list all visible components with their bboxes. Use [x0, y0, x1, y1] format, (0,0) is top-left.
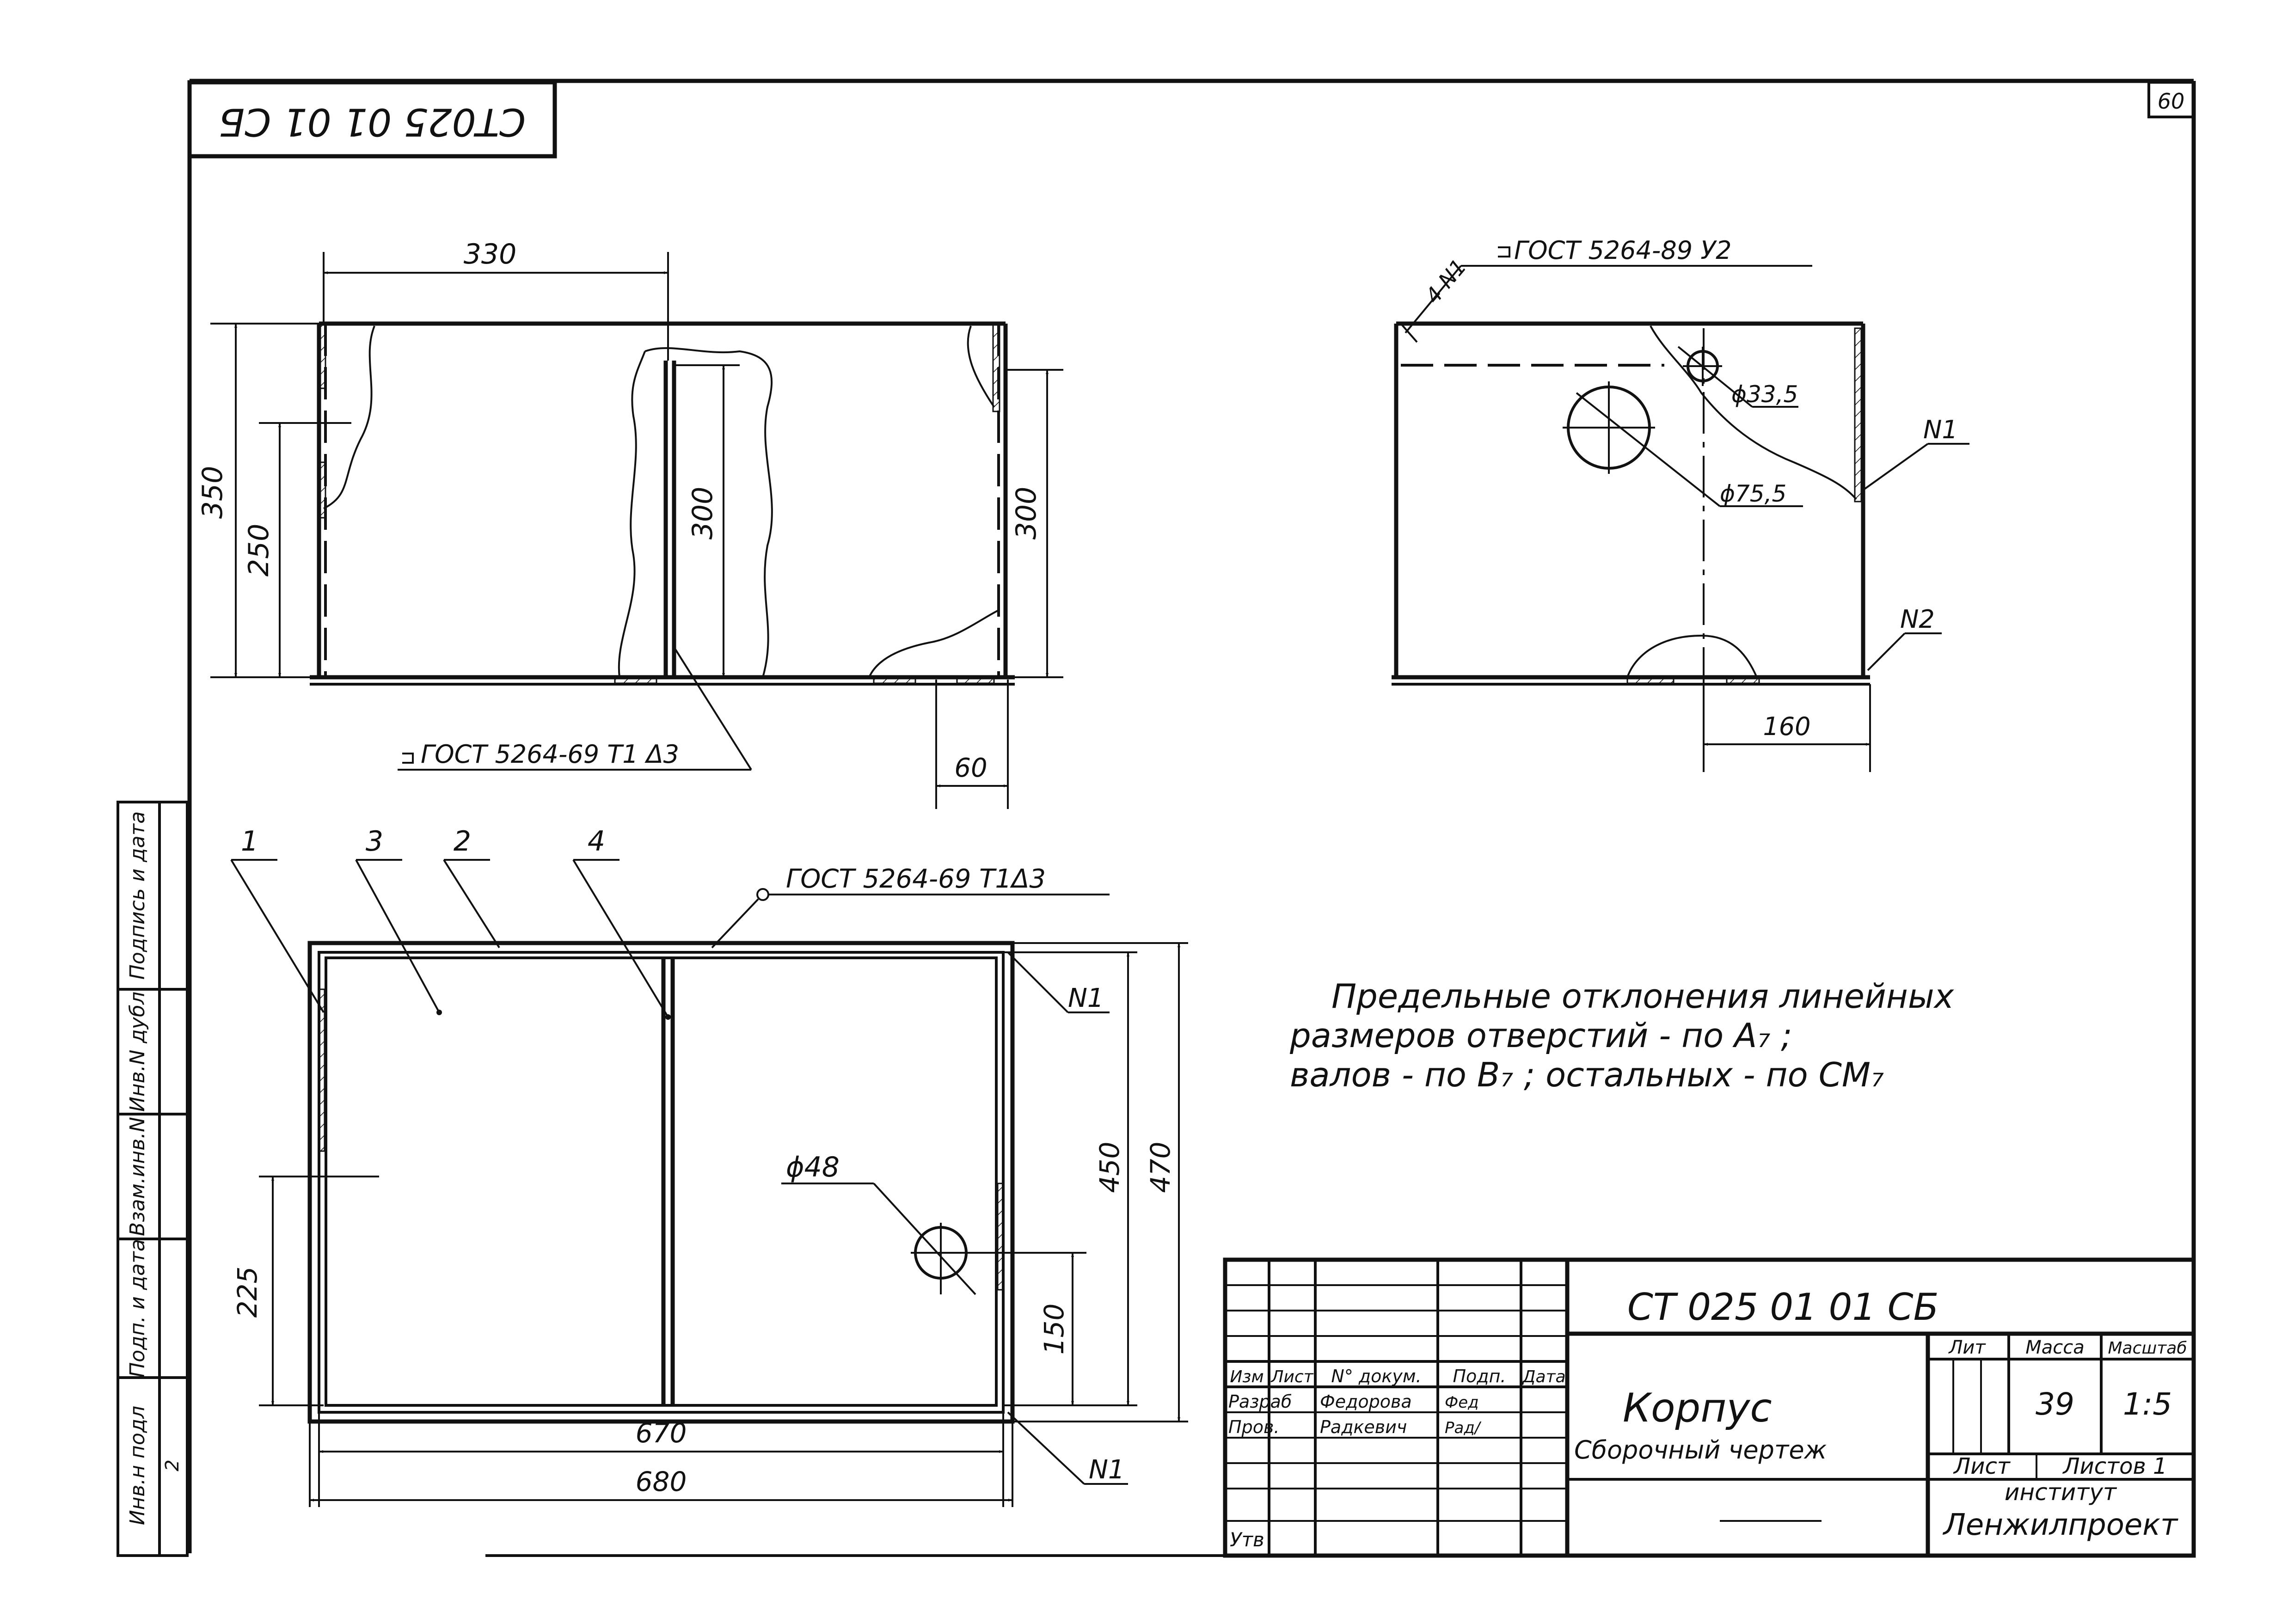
title-designation: СТ 025 01 01 СБ [1627, 1286, 1938, 1329]
plan-dim-680: 680 [636, 1466, 687, 1497]
org-name: Ленжилпроект [1943, 1508, 2178, 1542]
hdr-izm: Изм [1230, 1367, 1264, 1386]
lit-label: Лит [1948, 1337, 1986, 1358]
mass-label: Масса [2025, 1337, 2085, 1358]
rotated-code-box: CT025 01 01 СБ [187, 80, 557, 159]
title-name: Корпус [1623, 1385, 1772, 1431]
stamp-inv-orig: Инв.н подл [126, 1406, 149, 1526]
tolerance-notes: Предельные отклонения линейных размеров … [1289, 977, 1955, 1094]
row-sign-1: Фед [1445, 1393, 1479, 1412]
callout-3: 3 [366, 825, 383, 858]
side-dim-160: 160 [1763, 712, 1810, 741]
dim-60: 60 [954, 753, 987, 783]
page-number-box: 60 [2147, 81, 2195, 118]
mass-value: 39 [2036, 1386, 2074, 1422]
row-role-2: Пров. [1228, 1417, 1279, 1437]
stamp-inv-dup: Инв.N дубл [126, 992, 149, 1112]
plan-hole: ϕ48 [786, 1151, 840, 1183]
plan-dim-450: 450 [1094, 1142, 1125, 1193]
note-line-1: Предельные отклонения линейных [1331, 977, 1955, 1016]
title-block: СТ 025 01 01 СБ Изм Лист N° докум. Подп.… [1223, 1257, 2196, 1558]
plan-dim-670: 670 [636, 1417, 687, 1449]
hdr-doc: N° докум. [1331, 1366, 1421, 1386]
dim-330: 330 [464, 238, 517, 270]
note-line-2: размеров отверстий - по А₇ ; [1289, 1016, 1792, 1055]
page-number: 60 [2158, 89, 2185, 114]
side-pos-n2: N2 [1900, 605, 1935, 634]
row-person-2: Радкевич [1320, 1417, 1407, 1437]
title-doc-type: Сборочный чертеж [1574, 1435, 1827, 1465]
plan-pos-n1-top: N1 [1068, 983, 1104, 1013]
stamp-extra: 2 [162, 1459, 183, 1471]
scale-label: Масштаб [2108, 1339, 2187, 1358]
scale-value: 1:5 [2123, 1386, 2172, 1422]
side-weld-marker: 4 N1 [1420, 254, 1472, 308]
org-label: институт [2005, 1479, 2117, 1506]
rotated-code: CT025 01 01 СБ [219, 100, 526, 144]
row-role-1: Разраб [1228, 1391, 1292, 1412]
callout-4: 4 [588, 825, 605, 858]
hdr-list: Лист [1270, 1367, 1313, 1386]
dim-350: 350 [196, 466, 229, 519]
side-hole-small: ϕ33,5 [1731, 381, 1798, 408]
plan-dim-150: 150 [1038, 1304, 1070, 1355]
plan-dim-470: 470 [1145, 1142, 1176, 1193]
hdr-date: Дата [1521, 1367, 1565, 1386]
side-pos-n1: N1 [1923, 415, 1958, 444]
note-line-3: валов - по В₇ ; остальных - по СМ₇ [1290, 1055, 1884, 1094]
side-weld-note: ГОСТ 5264-89 У2 [1514, 236, 1732, 265]
row-person-1: Федорова [1320, 1391, 1412, 1412]
callout-2: 2 [454, 825, 471, 858]
stamp-sign-date-2: Подпись и дата [126, 811, 149, 980]
hdr-sign: Подп. [1453, 1366, 1506, 1386]
row-sign-2: Рад/ [1445, 1419, 1482, 1437]
side-stamp: Инв.н подл Подп. и дата Взам.инв.N Инв.N… [117, 801, 189, 1557]
plan-pos-n1-bottom: N1 [1089, 1455, 1125, 1485]
dim-300-mid: 300 [687, 487, 719, 540]
front-view: 330 350 250 300 300 60 ГОСТ 5264-69 Т1 Δ… [196, 238, 1063, 809]
dim-250: 250 [243, 524, 275, 577]
sheet-label: Лист [1953, 1453, 2011, 1479]
front-weld-note: ГОСТ 5264-69 Т1 Δ3 [421, 740, 679, 769]
stamp-sign-date-1: Подп. и дата [126, 1239, 149, 1378]
plan-dim-225: 225 [232, 1267, 263, 1318]
row-approve: Утв [1230, 1528, 1264, 1551]
callout-1: 1 [241, 825, 258, 858]
plan-weld-note: ГОСТ 5264-69 Т1Δ3 [786, 864, 1046, 894]
dim-300-right: 300 [1010, 487, 1043, 540]
sheets-label: Листов 1 [2062, 1453, 2167, 1479]
plan-view: ϕ48 1 3 2 4 ГОСТ 5264-69 Т1Δ3 N1 N1 225 [230, 825, 1188, 1507]
side-view: ϕ33,5 ϕ75,5 N1 N2 160 4 N1 ГОСТ 5264-89 … [1392, 236, 1969, 772]
side-hole-large: ϕ75,5 [1720, 480, 1786, 507]
stamp-replace-inv: Взам.инв.N [126, 1117, 149, 1236]
